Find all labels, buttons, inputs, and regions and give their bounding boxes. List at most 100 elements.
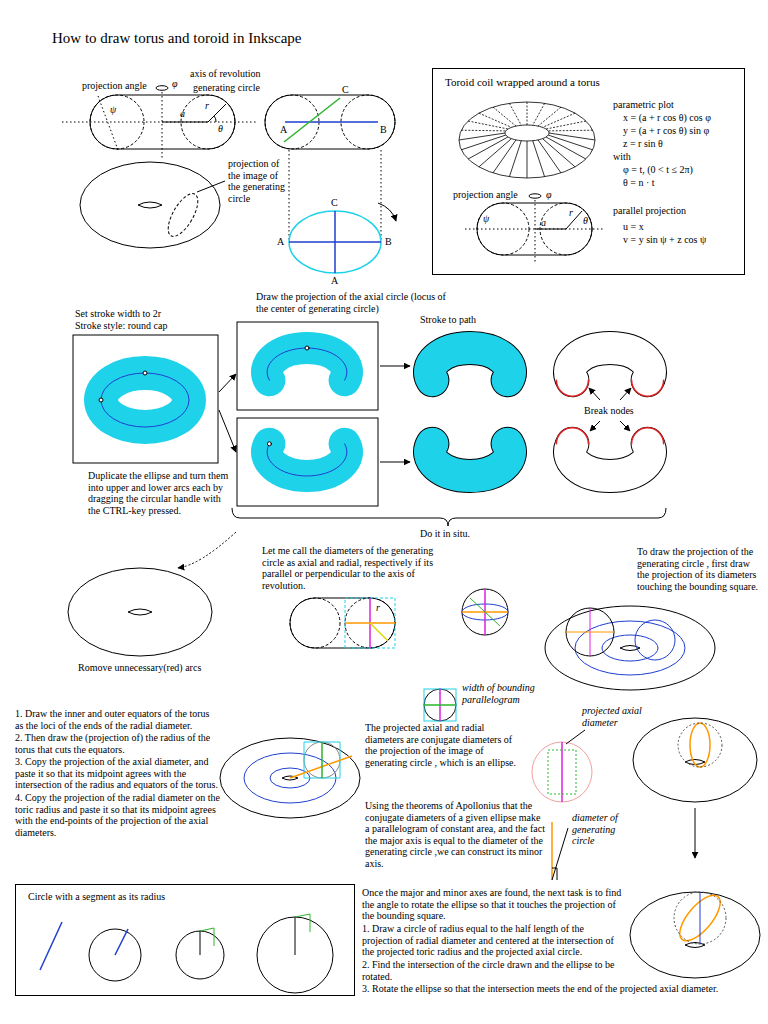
annotation-label: Draw the projection of the axial circle … <box>256 291 456 314</box>
annotation-label: r <box>205 100 209 112</box>
circle-radius-sketch <box>200 928 214 946</box>
annotation-label: A <box>280 124 287 136</box>
projected-circle-sketch <box>548 750 576 794</box>
torus-side-view <box>214 116 216 122</box>
equators-sketch <box>321 742 323 778</box>
annotation-label: Set stroke width to 2r Stroke style: rou… <box>75 308 187 331</box>
arc-strokes <box>267 348 347 380</box>
panel-text: θ = n · t <box>623 177 655 189</box>
bounding-parallelogram-sketch <box>424 704 456 706</box>
annotation-label: 2. Then draw the (projection of) the rad… <box>15 732 220 755</box>
torus-side-view <box>162 122 208 123</box>
torus-top-view <box>197 181 225 192</box>
step-arrows <box>380 366 410 367</box>
arc-strokes <box>267 442 271 446</box>
step-arrows <box>620 388 631 400</box>
axial-circle-construction <box>378 203 396 221</box>
panel-text: φ <box>546 189 552 201</box>
circle-radius-sketch <box>200 931 201 955</box>
annotation-label: B <box>380 124 387 136</box>
annotation-label: φ <box>172 78 178 90</box>
stroked-ellipse <box>101 373 189 427</box>
circle-radius-sketch <box>295 917 296 955</box>
toroid-coil <box>459 133 595 178</box>
arc-strokes <box>267 348 347 380</box>
torus-top-view <box>162 189 203 241</box>
annotation-label: ψ <box>110 104 116 116</box>
break-nodes-shapes <box>632 428 664 444</box>
generating-circle-diameters <box>290 589 508 648</box>
stroke-to-path-shapes <box>430 444 510 476</box>
annotation-label: projection of the image of the generatin… <box>228 158 286 204</box>
equators-sketch <box>290 756 352 778</box>
annotation-label: Break nodes <box>584 405 634 417</box>
torus-projection <box>529 194 541 198</box>
stroked-ellipse <box>101 373 189 427</box>
torus-side-view <box>98 96 118 150</box>
annotation-label: Romove unnecessary(red) arcs <box>78 662 201 674</box>
toroid-coil <box>505 125 549 141</box>
torus-with-generating-circles <box>566 608 614 656</box>
ellipse-rotation-sketch <box>700 892 701 944</box>
torus-top-view <box>80 162 225 248</box>
ellipse-rotation-sketch <box>630 718 760 978</box>
panel-text: θ <box>583 215 588 227</box>
annotation-label: r <box>376 602 380 614</box>
panel-text: r <box>569 207 573 219</box>
annotation-label: 4. Copy the projection of the radial dia… <box>15 792 220 838</box>
axial-circle-construction <box>289 211 381 273</box>
torus-side-view <box>162 92 163 160</box>
ellipse-rotation-sketch <box>690 723 710 767</box>
equators-sketch <box>220 738 360 818</box>
torus-side-view <box>156 86 168 91</box>
generating-circle-diameters <box>462 589 508 635</box>
annotation-label: Once the major and minor axes are found,… <box>362 887 622 922</box>
stroke-to-path-shapes <box>430 348 510 380</box>
ellipse-rotation-sketch <box>674 892 726 944</box>
ellipse-rotation-sketch <box>695 808 696 858</box>
torus-side-view <box>90 95 235 149</box>
torus-projection <box>566 211 582 229</box>
axial-circle-construction <box>334 211 336 273</box>
circle-radius-sketch <box>176 931 224 979</box>
torus-side-view <box>62 122 258 123</box>
annotation-label: Duplicate the ellipse and turn them into… <box>88 470 233 516</box>
torus-side-view <box>62 86 258 160</box>
step-frames <box>237 418 378 506</box>
torus-with-generating-circles <box>635 620 675 660</box>
panel-text: ψ <box>483 213 489 225</box>
final-torus-outline <box>128 609 152 615</box>
break-nodes-shapes <box>570 444 650 476</box>
annotation-label: projected axial diameter <box>582 705 654 728</box>
annotation-label: θ <box>218 123 223 135</box>
stroke-to-path-shapes <box>430 348 510 476</box>
step-arrows <box>219 374 236 392</box>
toroid-coil <box>461 102 592 131</box>
bounding-parallelogram-sketch <box>424 689 456 721</box>
annotation-label: Stroke to path <box>420 314 476 326</box>
torus-projection <box>465 194 605 262</box>
annotation-label: 3. Rotate the ellipse so that the inters… <box>362 983 762 995</box>
torus-with-generating-circles <box>545 606 715 690</box>
circle-radius-sketch <box>40 914 333 993</box>
generating-circle-diameters <box>345 598 395 648</box>
stroke-to-path-shapes <box>430 348 510 380</box>
circle-radius-sketch <box>115 929 128 955</box>
torus-side-view <box>90 95 144 149</box>
step-arrows <box>219 410 236 452</box>
equators-sketch <box>304 742 340 778</box>
stroked-ellipse <box>99 398 103 402</box>
torus-with-generating-circles <box>566 632 614 633</box>
bracket <box>178 532 236 568</box>
toroid-panel: Toroid coil wrapped around a torusparame… <box>432 68 745 275</box>
stroked-ellipse <box>143 371 147 375</box>
projected-circle-sketch <box>532 730 592 880</box>
torus-with-generating-circles <box>545 606 715 690</box>
annotation-label: B <box>385 236 392 248</box>
annotation-label: generating circle <box>193 82 260 94</box>
torus-projection <box>535 200 536 262</box>
circle-radius-sketch <box>40 922 62 970</box>
annotation-label: 3. Copy the projection of the axial diam… <box>15 756 220 791</box>
panel-text: x = (a + r cos θ) cos φ <box>623 112 711 124</box>
arc-strokes <box>305 346 309 350</box>
